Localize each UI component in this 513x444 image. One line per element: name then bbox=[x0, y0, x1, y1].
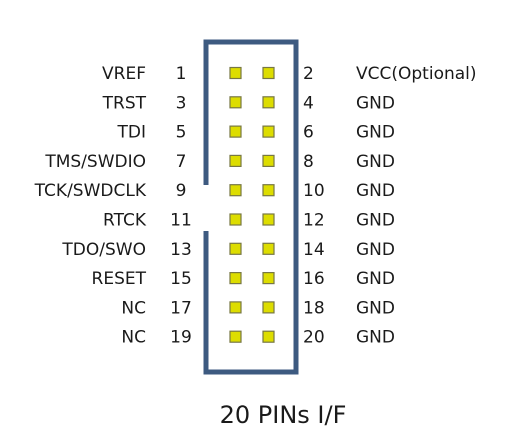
pin-pad-odd bbox=[229, 242, 242, 255]
right-pin-number: 10 bbox=[303, 181, 325, 201]
left-signal-label: TMS/SWDIO bbox=[44, 152, 146, 172]
pin-row: TDO/SWO 13 14 GND bbox=[61, 240, 395, 260]
left-pin-number: 3 bbox=[176, 93, 187, 113]
right-signal-label: GND bbox=[356, 181, 395, 201]
left-signal-label: TDO/SWO bbox=[61, 240, 146, 260]
left-signal-label: VREF bbox=[102, 64, 146, 84]
right-signal-label: GND bbox=[356, 328, 395, 348]
right-signal-label: GND bbox=[356, 211, 395, 231]
pin-pad-even bbox=[262, 272, 275, 285]
pin-pad-even bbox=[262, 184, 275, 197]
pin-pad-odd bbox=[229, 301, 242, 314]
left-pin-number: 15 bbox=[170, 269, 192, 289]
left-pin-number: 9 bbox=[176, 181, 187, 201]
left-pin-number: 11 bbox=[170, 211, 192, 231]
right-pin-number: 16 bbox=[303, 269, 325, 289]
pin-pad-even bbox=[262, 213, 275, 226]
pin-pad-even bbox=[262, 125, 275, 138]
right-pin-number: 8 bbox=[303, 152, 314, 172]
right-pin-number: 12 bbox=[303, 211, 325, 231]
pin-row: VREF 1 2 VCC(Optional) bbox=[102, 64, 476, 84]
pin-pad-odd bbox=[229, 125, 242, 138]
pin-pad-even bbox=[262, 330, 275, 343]
right-pin-number: 6 bbox=[303, 123, 314, 143]
pin-pad-odd bbox=[229, 184, 242, 197]
left-pin-number: 13 bbox=[170, 240, 192, 260]
pin-row: NC 17 18 GND bbox=[121, 298, 395, 318]
left-pin-number: 19 bbox=[170, 328, 192, 348]
pin-pad-odd bbox=[229, 330, 242, 343]
left-signal-label: RESET bbox=[92, 269, 147, 289]
left-signal-label: RTCK bbox=[103, 211, 147, 231]
pin-row: RESET 15 16 GND bbox=[92, 269, 395, 289]
left-signal-label: TRST bbox=[102, 93, 147, 113]
pin-row: TRST 3 4 GND bbox=[102, 93, 395, 113]
right-pin-number: 18 bbox=[303, 298, 325, 318]
pin-pad-odd bbox=[229, 272, 242, 285]
pin-pad-even bbox=[262, 301, 275, 314]
left-signal-label: NC bbox=[121, 328, 146, 348]
left-pin-number: 7 bbox=[176, 152, 187, 172]
right-signal-label: GND bbox=[356, 298, 395, 318]
right-pin-number: 4 bbox=[303, 93, 314, 113]
left-signal-label: NC bbox=[121, 298, 146, 318]
pin-row: TMS/SWDIO 7 8 GND bbox=[44, 152, 395, 172]
right-pin-number: 20 bbox=[303, 328, 325, 348]
pin-row: RTCK 11 12 GND bbox=[103, 211, 395, 231]
left-pin-number: 1 bbox=[176, 64, 187, 84]
right-signal-label: GND bbox=[356, 93, 395, 113]
right-signal-label: GND bbox=[356, 152, 395, 172]
right-pin-number: 14 bbox=[303, 240, 325, 260]
pin-pad-even bbox=[262, 242, 275, 255]
pin-pad-odd bbox=[229, 213, 242, 226]
pin-pad-odd bbox=[229, 66, 242, 80]
left-signal-label: TDI bbox=[117, 123, 147, 143]
right-signal-label: GND bbox=[356, 269, 395, 289]
pin-pad-even bbox=[262, 154, 275, 167]
pin-pad-odd bbox=[229, 154, 242, 167]
pin-row: NC 19 20 GND bbox=[121, 328, 395, 348]
right-signal-label: GND bbox=[356, 240, 395, 260]
connector-outline bbox=[203, 39, 299, 375]
pin-pad-even bbox=[262, 66, 275, 80]
right-signal-label: GND bbox=[356, 123, 395, 143]
right-signal-label: VCC(Optional) bbox=[356, 64, 477, 84]
left-signal-label: TCK/SWDCLK bbox=[34, 181, 147, 201]
left-pin-number: 17 bbox=[170, 298, 192, 318]
pin-pad-even bbox=[262, 96, 275, 109]
pin-pad-odd bbox=[229, 96, 242, 109]
diagram-caption: 20 PINs I/F bbox=[220, 401, 347, 429]
right-pin-number: 2 bbox=[303, 64, 314, 84]
pin-row: TDI 5 6 GND bbox=[117, 123, 395, 143]
left-pin-number: 5 bbox=[176, 123, 187, 143]
pin-row: TCK/SWDCLK 9 10 GND bbox=[34, 181, 395, 201]
